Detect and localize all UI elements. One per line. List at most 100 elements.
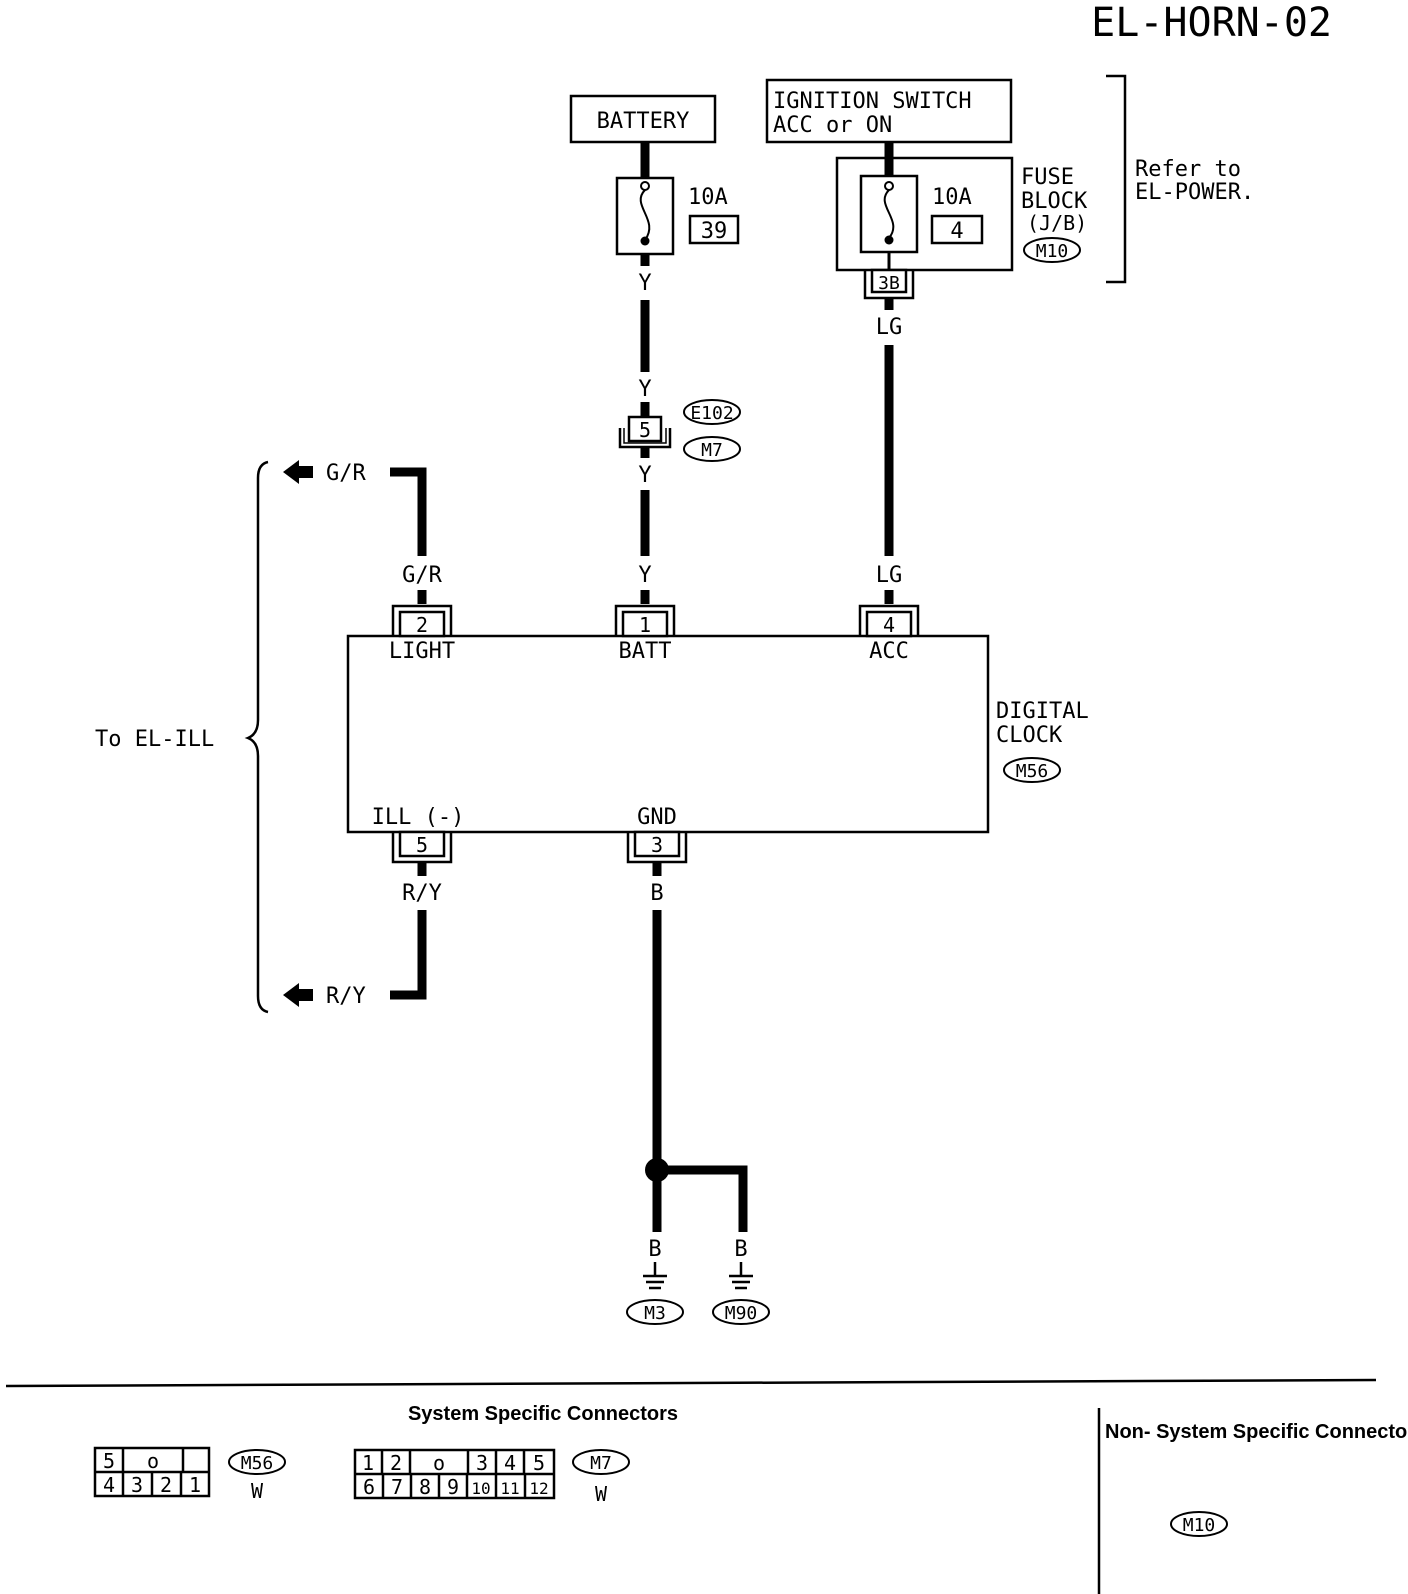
ground-symbol-m90 — [729, 1262, 753, 1290]
battery-label: BATTERY — [597, 109, 690, 134]
wire-label-lg2: LG — [876, 563, 903, 588]
clock-pin-gnd-connector — [626, 830, 688, 864]
refer-line1: Refer to — [1135, 157, 1241, 182]
fuse-4-number: 4 — [950, 219, 963, 244]
clock-connector-oval — [1003, 757, 1061, 783]
m7-pin: 11 — [500, 1479, 519, 1498]
wire-label-lg1: LG — [876, 315, 903, 340]
ground-m90-label: M90 — [725, 1303, 758, 1324]
fuse-39-number-box — [688, 214, 740, 245]
fuse-4-rating: 10A — [932, 185, 972, 210]
m56-pin: o — [147, 1449, 159, 1473]
refer-bracket — [1106, 74, 1127, 284]
ground-m3-label: M3 — [644, 1303, 666, 1324]
digital-clock-box — [346, 634, 990, 834]
m56-pin: 3 — [131, 1473, 143, 1497]
connector-face-m56 — [93, 1446, 211, 1498]
clock-name-line1: DIGITAL — [996, 699, 1089, 724]
m7-pin: 10 — [471, 1479, 490, 1498]
inline-connector-pin: 5 — [639, 418, 651, 442]
m56-pin: 1 — [189, 1473, 201, 1497]
connector-m7-id: M7 — [590, 1453, 612, 1474]
fuse-block-label-line2: BLOCK — [1021, 189, 1088, 214]
m7-pin: 4 — [504, 1451, 516, 1475]
m56-pin: 4 — [103, 1473, 115, 1497]
wire-label-y1: Y — [638, 271, 651, 296]
wire-label-gr-arrow: G/R — [326, 461, 366, 486]
system-specific-title: System Specific Connectors — [408, 1403, 678, 1425]
m7-pin: 12 — [529, 1479, 548, 1498]
nonsystem-m10-label: M10 — [1183, 1515, 1216, 1536]
wire-label-b-main: B — [650, 881, 663, 906]
connector-m56-color: W — [251, 1479, 264, 1503]
ground-m90-oval — [712, 1299, 770, 1325]
fuse-4 — [859, 174, 919, 254]
clock-pin-batt-label: BATT — [619, 639, 672, 664]
clock-pin-gnd-number: 3 — [651, 833, 663, 857]
clock-name-line2: CLOCK — [996, 723, 1063, 748]
clock-pin-acc-label: ACC — [869, 639, 909, 664]
nonsystem-specific-title: Non- System Specific Connectors — [1105, 1421, 1408, 1443]
connector-face-m7-pins: 1 2 o 3 4 5 6 7 8 9 10 11 12 — [362, 1451, 549, 1499]
fuse-39-number: 39 — [701, 219, 728, 244]
connector-e102-oval — [683, 399, 741, 425]
connector-e102-label: E102 — [690, 403, 733, 424]
clock-pin-gnd-label: GND — [637, 805, 677, 830]
page-code: EL-HORN-02 — [1091, 0, 1332, 46]
arrow-ry — [283, 983, 313, 1007]
fuse-39-rating: 10A — [688, 185, 728, 210]
fuse-4-number-box — [930, 214, 984, 245]
m7-pin: 6 — [363, 1475, 375, 1499]
clock-pin-ill-connector — [391, 830, 453, 864]
section-divider-horizontal — [5, 1378, 1377, 1388]
wire-label-b-m90: B — [734, 1237, 747, 1262]
m56-pin: 5 — [103, 1449, 115, 1473]
fuse-block-label-line1: FUSE — [1021, 165, 1074, 190]
fuse-39 — [615, 176, 675, 256]
arrow-gr — [283, 460, 313, 484]
m7-pin: 5 — [533, 1451, 545, 1475]
refer-line2: EL-POWER. — [1135, 180, 1254, 205]
wire-label-ry-arrow: R/Y — [326, 984, 366, 1009]
wire-label-ry-pin: R/Y — [402, 881, 442, 906]
m7-pin: 9 — [447, 1475, 459, 1499]
connector-face-m56-pins: 5 o 4 3 2 1 — [103, 1449, 201, 1497]
nonsystem-m10-oval — [1170, 1511, 1228, 1537]
to-ill-label: To EL-ILL — [95, 727, 214, 752]
connector-m7-color: W — [595, 1482, 608, 1506]
ground-symbol-m3 — [643, 1262, 667, 1290]
inline-connector-e102-m7 — [618, 415, 672, 449]
wire-label-gr-pin: G/R — [402, 563, 442, 588]
clock-pin-ill-label: ILL (-) — [372, 805, 465, 830]
fuse-block-connector-oval — [1023, 237, 1081, 263]
m7-pin: 8 — [419, 1475, 431, 1499]
fuse-block-connector-label: M10 — [1036, 241, 1069, 262]
connector-face-m7 — [353, 1448, 556, 1500]
wire-gr — [390, 467, 427, 556]
m7-pin: 7 — [391, 1475, 403, 1499]
fuse-block-terminal-label: 3B — [878, 273, 900, 294]
connector-m7-oval — [683, 436, 741, 462]
ground-m3-oval — [626, 1299, 684, 1325]
clock-pin-acc-number: 4 — [883, 613, 895, 637]
clock-pin-batt-connector — [614, 604, 676, 638]
fuse-block-box — [835, 156, 1014, 272]
clock-pin-batt-number: 1 — [639, 613, 651, 637]
ignition-label-line2: ACC or ON — [773, 113, 892, 138]
clock-connector-label: M56 — [1016, 761, 1049, 782]
connector-m7-label: M7 — [701, 440, 723, 461]
m7-pin: o — [433, 1451, 445, 1475]
clock-pin-ill-number: 5 — [416, 833, 428, 857]
clock-pin-light-connector — [391, 604, 453, 638]
clock-pin-light-label: LIGHT — [389, 639, 455, 664]
wire-label-y2: Y — [638, 377, 651, 402]
fuse-block-label-line3: (J/B) — [1027, 211, 1087, 235]
wire-label-y3: Y — [638, 463, 651, 488]
m7-pin: 2 — [390, 1451, 402, 1475]
m7-pin: 1 — [362, 1451, 374, 1475]
connector-m56-id: M56 — [241, 1453, 274, 1474]
wire-label-b-m3: B — [648, 1237, 661, 1262]
ill-brace — [244, 460, 269, 1014]
clock-pin-light-number: 2 — [416, 613, 428, 637]
